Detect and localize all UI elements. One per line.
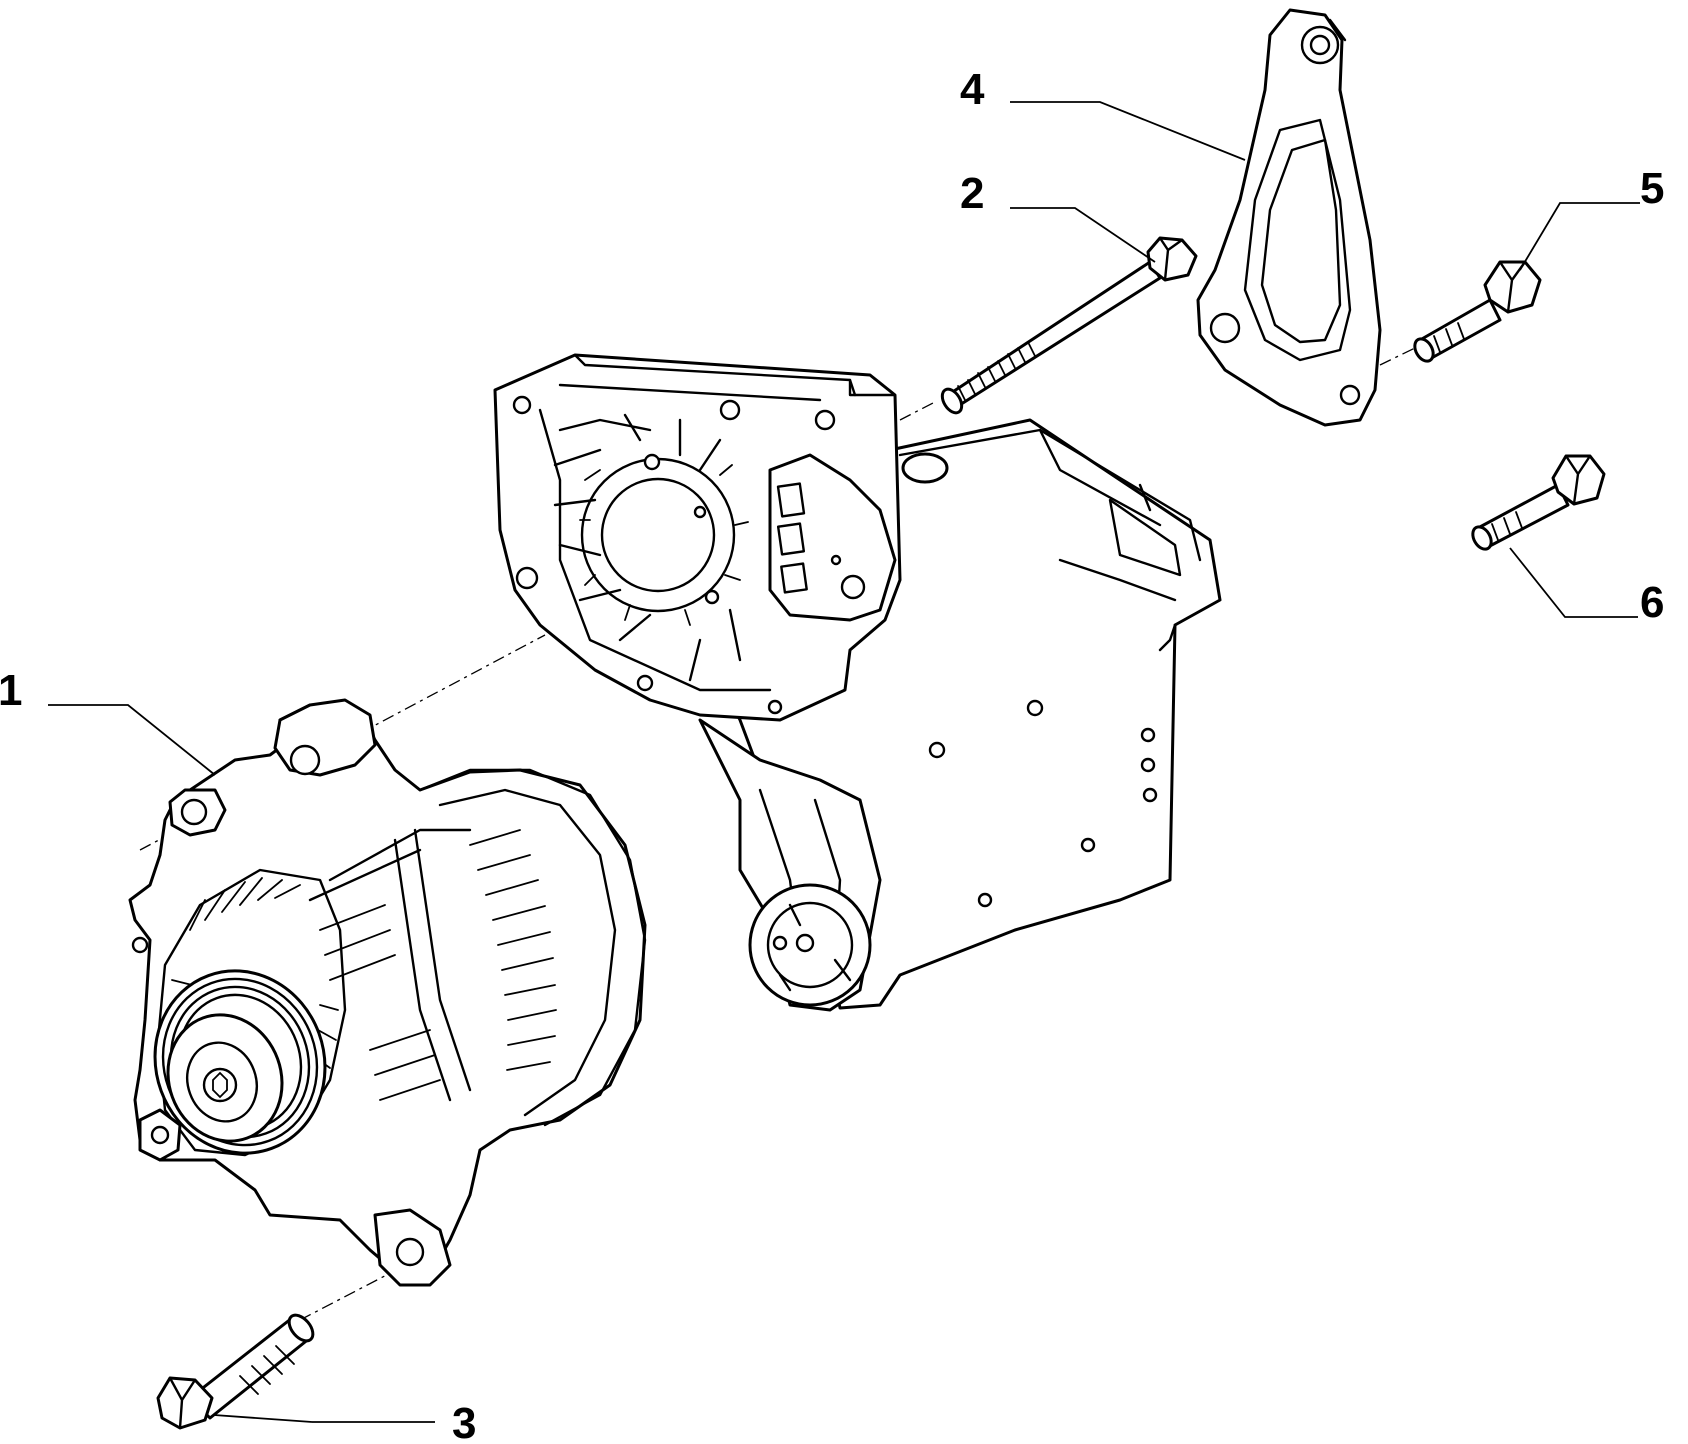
bracket-bolt (1413, 260, 1542, 363)
callout-5: 5 (1640, 164, 1664, 213)
callout-4: 4 (960, 65, 985, 114)
stator-slots (469, 829, 557, 1071)
callout-6: 6 (1640, 578, 1664, 627)
callout-3: 3 (452, 1399, 476, 1444)
callout-1: 1 (0, 666, 22, 715)
loose-bolt (1471, 454, 1606, 551)
callout-numbers: 1 2 3 4 5 6 (0, 65, 1664, 1444)
mounting-bracket-housing (493, 353, 1222, 1012)
lower-bolt (156, 1313, 315, 1430)
alternator (128, 698, 647, 1287)
long-bolt (940, 236, 1198, 415)
callout-2: 2 (960, 169, 984, 218)
leader-lines (48, 101, 1640, 1423)
pulley (153, 969, 327, 1155)
bracket-plate (1196, 8, 1382, 427)
